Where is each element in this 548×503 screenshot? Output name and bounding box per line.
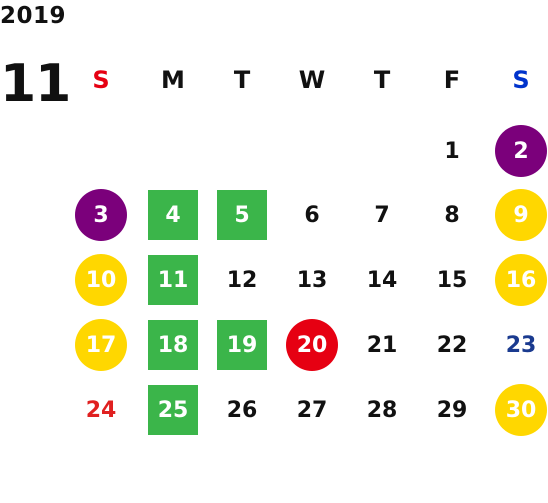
day-cell-9[interactable]: 9 xyxy=(495,189,547,241)
day-cell-2[interactable]: 2 xyxy=(495,125,547,177)
calendar-month: 11 xyxy=(0,54,71,114)
day-cell-27[interactable]: 27 xyxy=(296,397,328,423)
day-cell-12[interactable]: 12 xyxy=(226,267,258,293)
day-cell-26[interactable]: 26 xyxy=(226,397,258,423)
day-cell-18[interactable]: 18 xyxy=(148,320,198,370)
day-cell-3[interactable]: 3 xyxy=(75,189,127,241)
weekday-label-tuesday: T xyxy=(233,66,251,94)
day-cell-20[interactable]: 20 xyxy=(286,319,338,371)
day-cell-21[interactable]: 21 xyxy=(366,332,398,358)
weekday-label-sunday: S xyxy=(92,66,110,94)
day-cell-6[interactable]: 6 xyxy=(304,202,320,228)
day-cell-14[interactable]: 14 xyxy=(366,267,398,293)
day-cell-19[interactable]: 19 xyxy=(217,320,267,370)
day-cell-8[interactable]: 8 xyxy=(444,202,460,228)
weekday-label-saturday: S xyxy=(512,66,530,94)
day-cell-23[interactable]: 23 xyxy=(505,332,537,358)
day-cell-7[interactable]: 7 xyxy=(374,202,390,228)
day-cell-1[interactable]: 1 xyxy=(444,138,460,164)
day-cell-25[interactable]: 25 xyxy=(148,385,198,435)
day-cell-22[interactable]: 22 xyxy=(436,332,468,358)
weekday-label-friday: F xyxy=(443,66,461,94)
day-cell-29[interactable]: 29 xyxy=(436,397,468,423)
day-cell-28[interactable]: 28 xyxy=(366,397,398,423)
day-cell-10[interactable]: 10 xyxy=(75,254,127,306)
day-cell-13[interactable]: 13 xyxy=(296,267,328,293)
day-cell-4[interactable]: 4 xyxy=(148,190,198,240)
weekday-label-monday: M xyxy=(161,66,185,94)
calendar-year: 2019 xyxy=(0,3,67,29)
weekday-label-thursday: T xyxy=(373,66,391,94)
weekday-label-wednesday: W xyxy=(298,66,326,94)
day-cell-15[interactable]: 15 xyxy=(436,267,468,293)
day-cell-16[interactable]: 16 xyxy=(495,254,547,306)
day-cell-17[interactable]: 17 xyxy=(75,319,127,371)
day-cell-30[interactable]: 30 xyxy=(495,384,547,436)
day-cell-5[interactable]: 5 xyxy=(217,190,267,240)
day-cell-24[interactable]: 24 xyxy=(85,397,117,423)
day-cell-11[interactable]: 11 xyxy=(148,255,198,305)
